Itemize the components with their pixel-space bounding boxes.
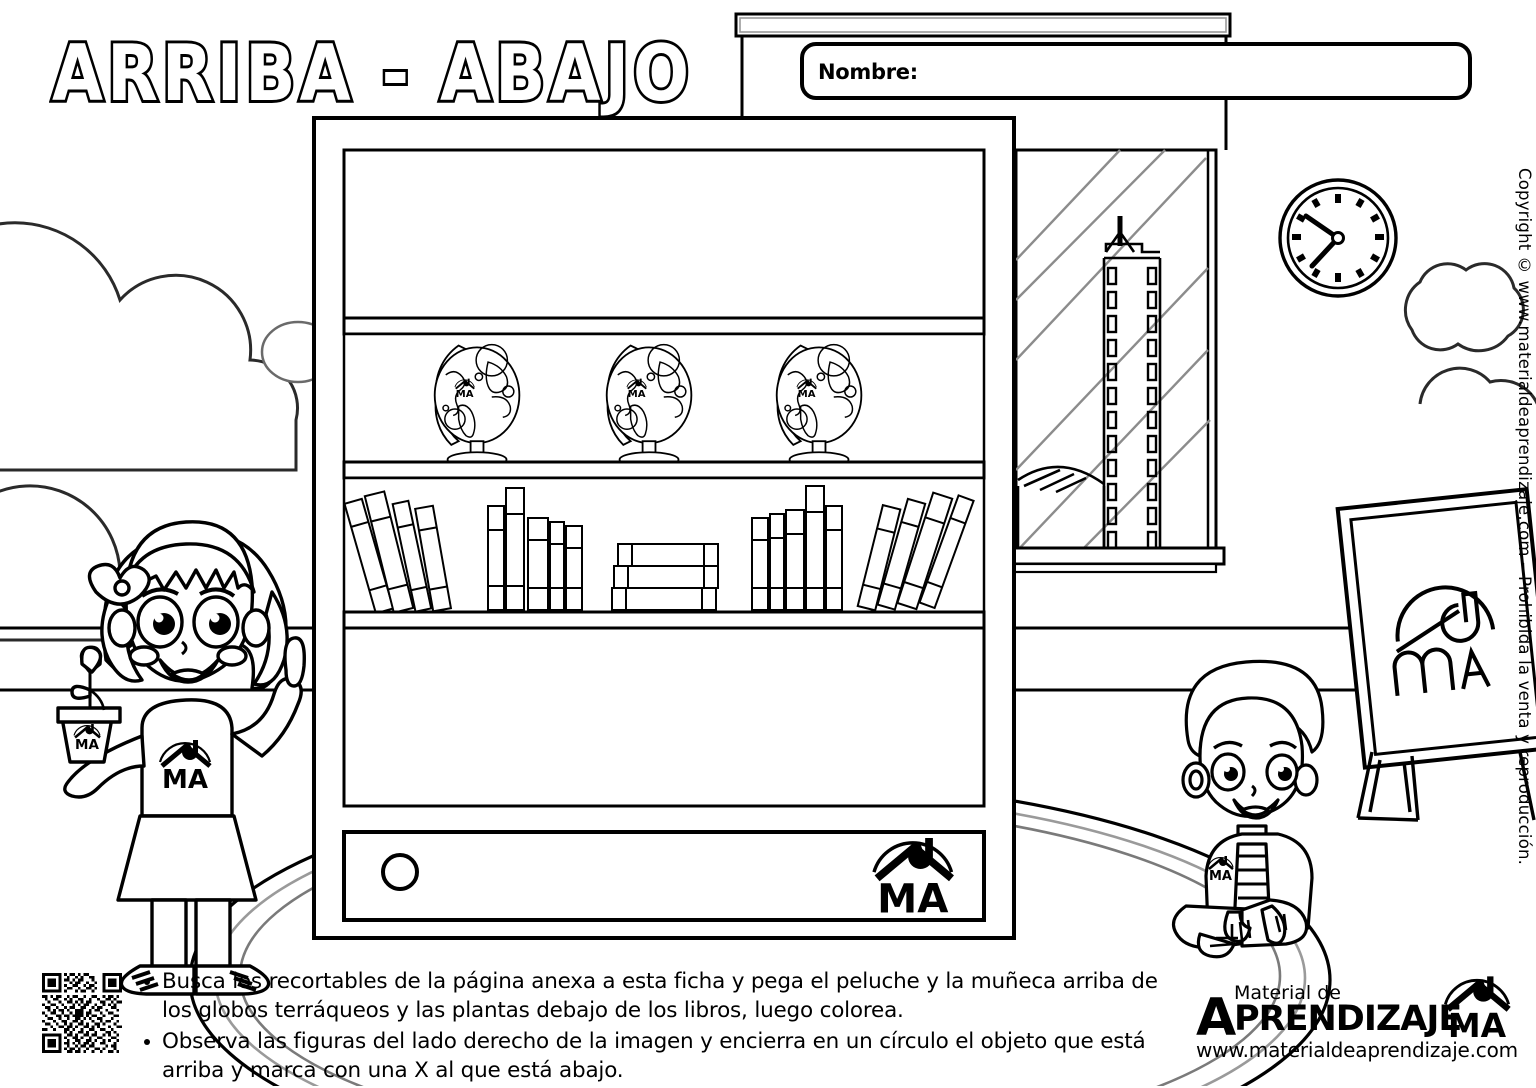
instruction-item: Busca los recortables de la página anexa… <box>144 968 1175 1025</box>
bookshelf <box>312 116 1016 940</box>
logo-ma-mark <box>1428 970 1526 1046</box>
globe <box>775 343 863 468</box>
skyscraper-building <box>1102 216 1162 550</box>
window <box>734 12 1232 574</box>
shelf-1-top <box>342 148 986 320</box>
logo-letter-a: A <box>1196 988 1237 1048</box>
name-label: Nombre: <box>818 60 918 84</box>
books-group-left-tilted <box>343 490 453 615</box>
skyscraper-windows <box>1106 266 1158 550</box>
copyright-notice: Copyright © www.materialdeaprendizaje.co… <box>1515 168 1534 866</box>
books-stack-center <box>611 543 719 611</box>
globe <box>605 343 693 468</box>
logo-material-text: Material de <box>1234 982 1341 1004</box>
drawer-knob <box>381 853 419 891</box>
instructions-list: Busca los recortables de la página anexa… <box>140 968 1175 1088</box>
cloud-right-lower <box>1418 366 1536 405</box>
books-group-right-tilted <box>856 491 975 612</box>
name-field[interactable]: Nombre: <box>800 42 1472 100</box>
dome-building <box>1016 465 1106 550</box>
window-reflections <box>1015 149 1211 553</box>
easel-blackboard <box>1335 486 1536 822</box>
instruction-item: Observa las figuras del lado derecho de … <box>144 1028 1175 1085</box>
clock-hour-markers <box>1292 194 1384 282</box>
books-group-upright-left <box>487 487 583 611</box>
qr-code[interactable] <box>42 973 122 1053</box>
cloud-left-upper <box>0 221 300 472</box>
logo-aprendizaje-text: PRENDIZAJE <box>1234 999 1462 1039</box>
cloud-right <box>1403 262 1525 353</box>
shelf-4-lower <box>342 626 986 808</box>
boy-character <box>1171 659 1325 959</box>
potted-plant <box>56 645 122 764</box>
wall-clock <box>1278 178 1398 298</box>
books-group-upright-right <box>751 485 843 611</box>
brand-logo: A Material de PRENDIZAJE www.materialdea… <box>1196 976 1526 1066</box>
girl-character <box>56 520 306 996</box>
page-title: ARRIBA - ABAJO <box>49 25 694 122</box>
blackboard-ma-drawing <box>1392 585 1496 696</box>
